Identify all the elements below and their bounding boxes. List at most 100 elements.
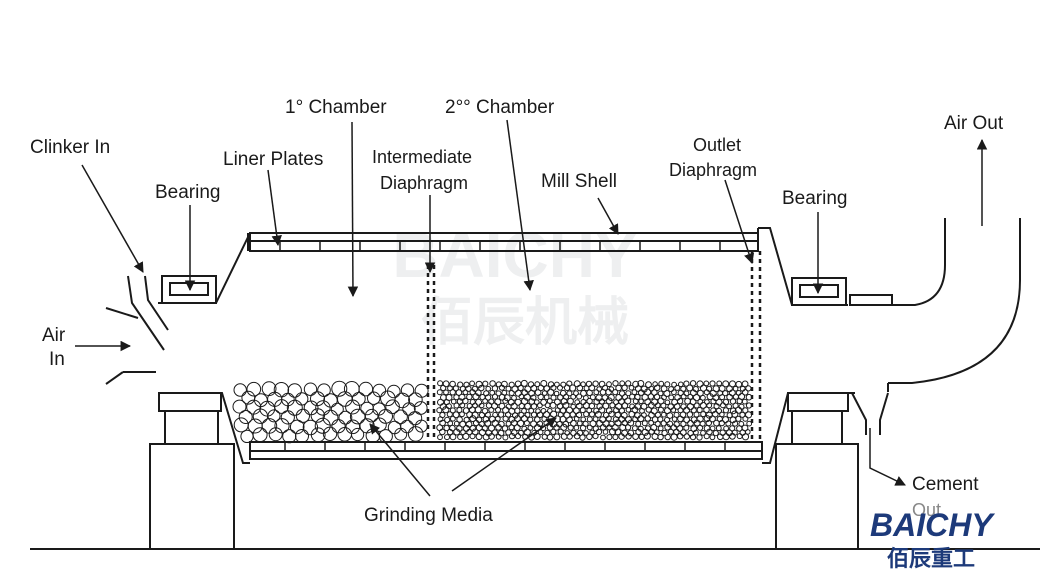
grinding-ball-small — [491, 385, 499, 392]
grinding-ball-small — [598, 380, 606, 388]
label-bearing-left: Bearing — [155, 182, 221, 203]
grinding-ball-small — [524, 402, 531, 410]
grinding-ball-small — [615, 384, 622, 392]
grinding-ball-small — [680, 393, 687, 400]
label-cement-1: Cement — [912, 474, 979, 495]
grinding-ball-small — [495, 390, 502, 397]
grinding-ball-small — [475, 398, 483, 406]
grinding-ball-large — [295, 429, 309, 443]
grinding-ball-small — [579, 434, 586, 441]
grinding-ball-small — [530, 403, 538, 410]
left-top-bearing-inner — [169, 282, 209, 296]
grinding-ball-small — [459, 420, 467, 428]
grinding-ball-small — [661, 411, 667, 418]
grinding-ball-small — [693, 411, 700, 418]
grinding-ball-small — [436, 424, 444, 432]
grinding-ball-small — [586, 389, 593, 397]
grinding-ball-large — [408, 392, 423, 408]
grinding-ball-small — [457, 434, 464, 440]
grinding-ball-small — [502, 397, 509, 404]
grinding-ball-small — [491, 393, 499, 400]
grinding-ball-small — [557, 394, 564, 401]
grinding-ball-small — [722, 407, 730, 414]
grinding-ball-small — [536, 420, 544, 427]
left-pedestal — [149, 443, 235, 550]
grinding-ball-large — [233, 417, 249, 433]
grinding-ball-small — [588, 402, 596, 410]
grinding-ball-small — [683, 406, 691, 414]
grinding-ball-large — [286, 399, 303, 416]
grinding-ball-small — [439, 428, 446, 436]
grinding-ball-small — [629, 393, 636, 400]
grinding-ball-large — [268, 427, 283, 442]
grinding-ball-small — [641, 428, 649, 436]
grinding-ball-small — [580, 416, 587, 423]
grinding-ball-small — [559, 415, 567, 423]
grinding-ball-small — [517, 419, 525, 427]
air-duct-inner — [888, 218, 946, 306]
grinding-ball-small — [647, 393, 655, 400]
grinding-ball-small — [482, 415, 490, 423]
grinding-ball-large — [407, 426, 424, 442]
label-mill-shell: Mill Shell — [541, 171, 617, 192]
grinding-ball-small — [739, 429, 746, 436]
grinding-ball-large — [364, 408, 379, 423]
grinding-ball-small — [491, 402, 499, 410]
grinding-ball-small — [710, 407, 717, 414]
grinding-ball-small — [718, 419, 725, 427]
grinding-ball-small — [505, 420, 512, 427]
grinding-ball-small — [491, 429, 498, 436]
grinding-ball-small — [566, 433, 573, 440]
grinding-ball-small — [634, 412, 641, 419]
label-chamber2: 2°° Chamber — [445, 97, 555, 118]
grinding-ball-small — [439, 419, 446, 427]
grinding-ball-small — [627, 429, 635, 437]
air-duct-outer — [888, 218, 1021, 384]
label-grinding-media: Grinding Media — [364, 505, 493, 526]
grinding-ball-small — [573, 390, 579, 397]
grinding-ball-small — [474, 406, 482, 414]
grinding-ball-small — [459, 402, 466, 409]
grinding-ball-small — [606, 381, 612, 388]
grinding-ball-small — [703, 380, 710, 387]
label-bearing-right: Bearing — [782, 188, 848, 209]
grinding-ball-large — [400, 383, 415, 397]
grinding-ball-small — [576, 393, 583, 400]
grinding-ball-small — [722, 433, 730, 441]
grinding-ball-small — [546, 434, 554, 441]
grinding-ball-small — [709, 380, 716, 387]
grinding-ball-small — [533, 433, 541, 440]
grinding-ball-small — [637, 415, 645, 423]
grinding-ball-small — [472, 393, 480, 401]
grinding-ball-small — [443, 389, 449, 396]
grinding-ball-small — [449, 407, 456, 414]
grinding-ball-large — [287, 383, 302, 398]
grinding-ball-small — [683, 380, 690, 387]
grinding-ball-small — [618, 398, 625, 405]
grinding-ball-small — [514, 398, 522, 406]
grinding-ball-large — [310, 408, 325, 423]
grinding-ball-small — [745, 411, 753, 419]
label-cement-2: Out — [912, 500, 941, 520]
grinding-ball-small — [618, 390, 626, 397]
grinding-ball-small — [466, 393, 473, 401]
grinding-ball-large — [378, 429, 393, 444]
grinding-ball-small — [746, 420, 753, 427]
grinding-ball-small — [625, 416, 632, 424]
grinding-ball-large — [400, 419, 414, 434]
grinding-ball-small — [716, 433, 724, 441]
grinding-ball-small — [732, 385, 739, 392]
grinding-ball-small — [589, 394, 596, 401]
grinding-ball-small — [725, 429, 733, 437]
grinding-ball-large — [408, 411, 423, 426]
grinding-ball-large — [360, 401, 374, 416]
grinding-ball-small — [709, 434, 716, 441]
grinding-ball-small — [696, 380, 704, 388]
grinding-ball-small — [540, 398, 547, 406]
grinding-ball-small — [631, 406, 639, 414]
grinding-ball-large — [240, 429, 254, 443]
grinding-ball-small — [664, 424, 671, 431]
grinding-ball-small — [446, 411, 453, 418]
grinding-ball-small — [601, 394, 609, 402]
grinding-ball-small — [625, 380, 632, 387]
